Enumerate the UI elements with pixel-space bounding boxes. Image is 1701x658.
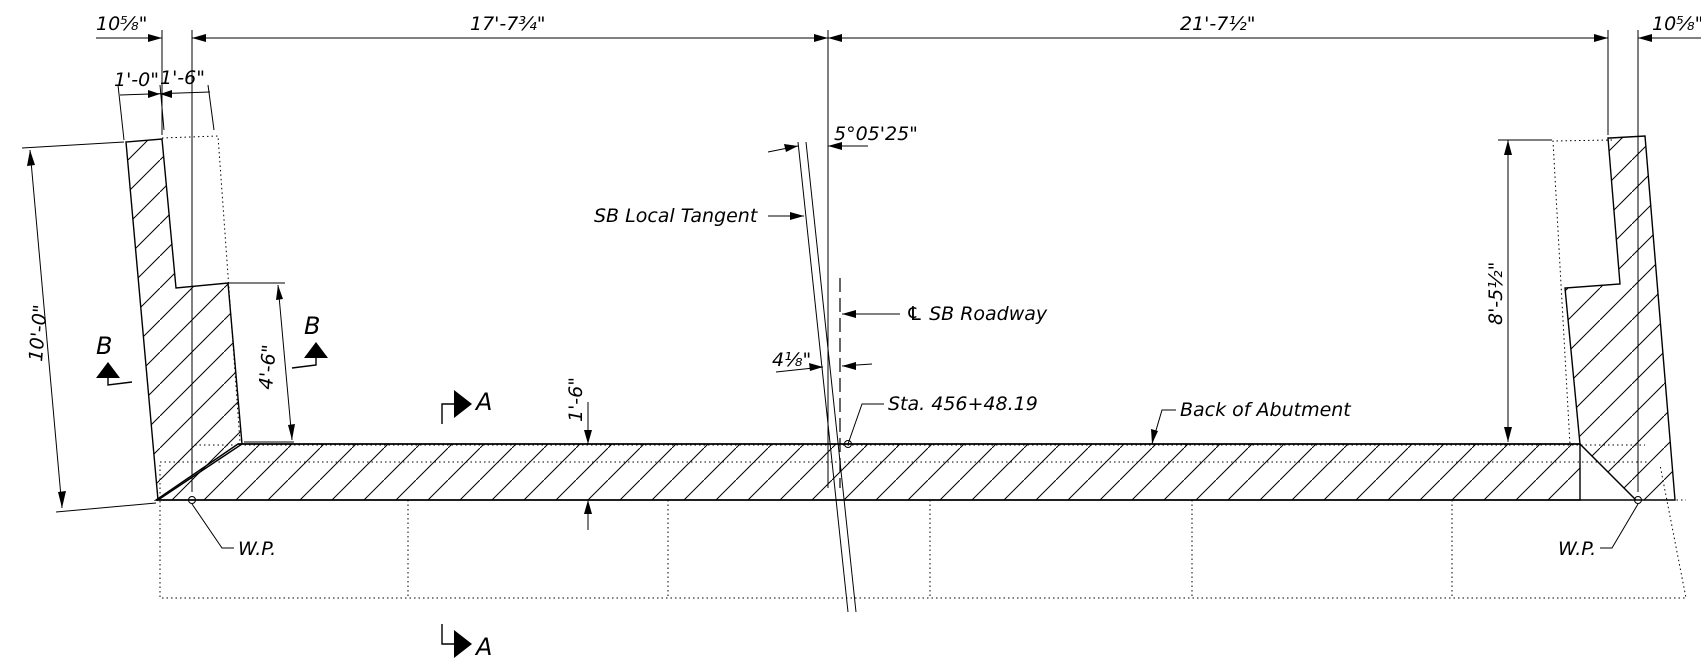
backwall-stem	[153, 443, 1581, 501]
dim-left-end: 10⁵⁄₈"	[96, 13, 147, 35]
section-a-top-label: A	[474, 388, 492, 416]
section-a-bottom-marker: A	[441, 624, 492, 658]
dim-offset: 4¹⁄₈"	[772, 349, 811, 371]
dim-right-height: 8'-5¹⁄₂"	[1485, 262, 1507, 325]
reference-lines	[161, 30, 1639, 613]
dim-left-span: 17'-7³⁄₄"	[470, 13, 546, 35]
section-b-left-marker: B	[96, 332, 133, 386]
wp-left-point	[188, 496, 196, 504]
section-b-left-label: B	[96, 332, 112, 360]
station-label: Sta. 456+48.19	[888, 393, 1038, 415]
local-tangent-label: SB Local Tangent	[594, 205, 759, 227]
wp-right-point	[1634, 496, 1642, 504]
right-wingwall	[1564, 135, 1676, 501]
skew-angle-annotation: 5°05'25"	[767, 123, 918, 153]
back-of-abutment-label: Back of Abutment	[1180, 399, 1352, 421]
station-point	[844, 440, 852, 448]
callouts: SB Local Tangent ℄ SB Roadway Sta. 456+4…	[188, 205, 1642, 560]
dim-step-height: 4'-6"	[255, 344, 281, 391]
section-b-right-label: B	[304, 312, 320, 340]
section-a-bottom-label: A	[474, 633, 492, 658]
roadway-centerline-label: ℄ SB Roadway	[906, 303, 1048, 325]
wp-left-label: W.P.	[238, 538, 276, 560]
dim-skew-angle: 5°05'25"	[834, 123, 918, 145]
dim-right-span: 21'-7¹⁄₂"	[1180, 13, 1256, 35]
top-dimension-string: 10⁵⁄₈" 17'-7³⁄₄" 21'-7¹⁄₂" 10⁵⁄₈"	[96, 13, 1701, 42]
wall-thickness-dimension: 1'-6"	[565, 377, 592, 530]
left-wing-dimensions: 1'-0" 1'-6" 10'-0" 4'-6"	[21, 67, 295, 513]
section-markers: A A B B	[96, 312, 492, 658]
dim-wall-thickness: 1'-6"	[565, 377, 587, 422]
dim-wing-1: 1'-0"	[114, 69, 159, 91]
section-a-top-marker: A	[441, 388, 492, 424]
abutment-wall	[125, 135, 1676, 502]
section-b-right-marker: B	[291, 312, 328, 369]
dim-right-end: 10⁵⁄₈"	[1652, 13, 1701, 35]
dim-wing-2: 1'-6"	[160, 67, 205, 89]
offset-dimension: 4¹⁄₈"	[772, 349, 873, 373]
dim-wing-height: 10'-0"	[25, 304, 52, 363]
left-wingwall	[125, 138, 243, 502]
wp-right-label: W.P.	[1558, 538, 1596, 560]
local-tangent-line	[797, 141, 849, 613]
right-wing-dimensions: 8'-5¹⁄₂"	[1485, 139, 1552, 442]
footing-outline	[159, 135, 1687, 599]
